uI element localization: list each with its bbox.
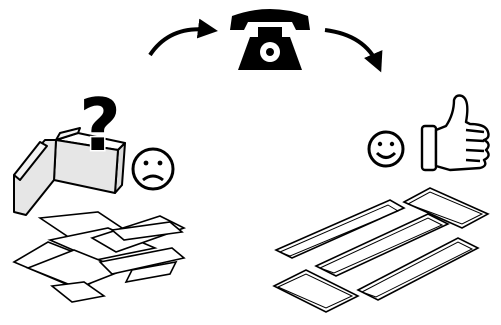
piece — [124, 260, 178, 284]
piece — [276, 273, 354, 309]
open-box-icon — [13, 127, 126, 216]
piece — [274, 199, 406, 259]
curved-arrow-right — [324, 28, 383, 73]
piece — [318, 217, 444, 274]
question-mark: ? — [79, 83, 121, 167]
piece — [360, 241, 474, 298]
scattered-pieces — [12, 211, 187, 303]
telephone-icon — [230, 9, 310, 70]
piece — [278, 204, 400, 257]
piece — [272, 269, 360, 313]
curved-arrow-left — [148, 18, 218, 57]
piece — [314, 213, 450, 277]
piece — [402, 187, 490, 229]
piece — [356, 237, 480, 301]
piece — [98, 247, 186, 275]
piece — [406, 191, 484, 225]
thumbs-up-icon — [420, 94, 490, 172]
piece — [110, 221, 184, 241]
smiley-face-icon — [367, 130, 405, 168]
sad-face-icon — [131, 147, 175, 191]
arranged-pieces — [272, 187, 490, 313]
piece — [50, 281, 107, 303]
